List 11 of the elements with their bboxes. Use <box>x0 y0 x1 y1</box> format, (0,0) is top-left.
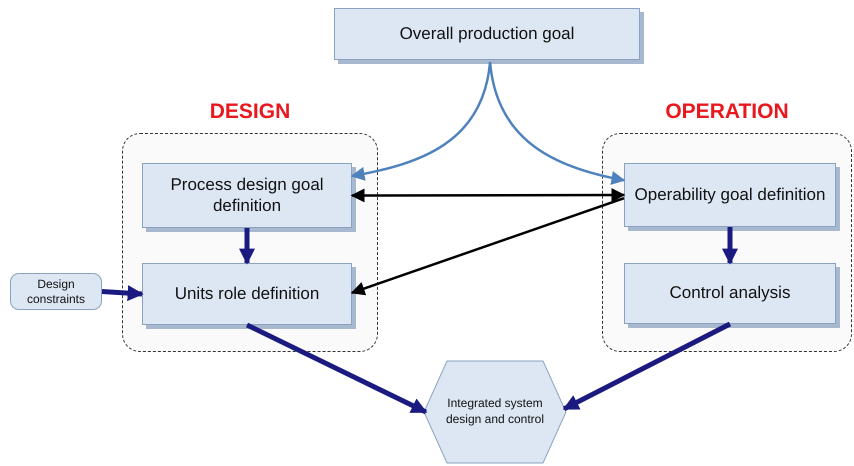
arrow <box>102 285 144 302</box>
arrow <box>239 228 255 265</box>
arrow <box>350 188 626 202</box>
group-heading: DESIGN <box>208 100 292 124</box>
group-heading: OPERATION <box>664 100 790 124</box>
rounded-box: Design constraints <box>10 273 102 310</box>
arrow <box>350 62 492 181</box>
arrow <box>350 197 624 296</box>
arrow <box>488 62 626 185</box>
hexagon-node: Integrated system design and control <box>423 360 567 464</box>
arrow <box>722 227 738 265</box>
